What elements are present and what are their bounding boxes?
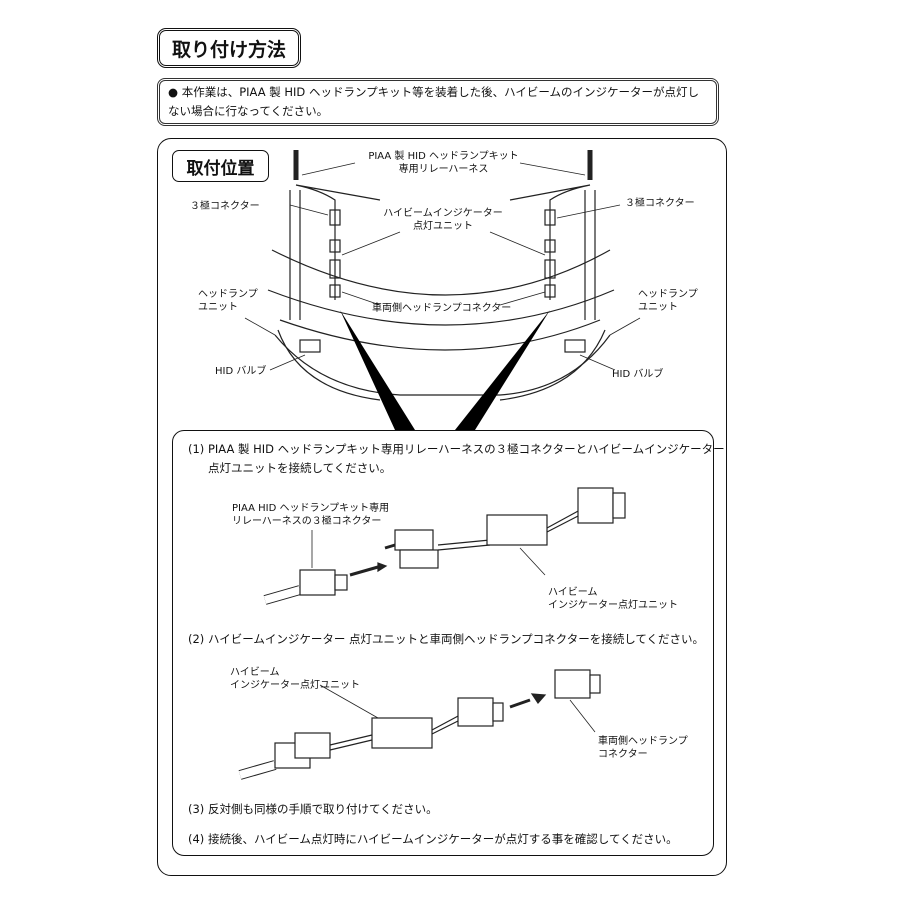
unit-label-line2: 点灯ユニット xyxy=(413,221,473,232)
step-3: (3) 反対側も同様の手順で取り付けてください。 xyxy=(188,802,438,816)
installation-panel xyxy=(157,138,727,876)
step-1-unit-label: ハイビーム インジケーター点灯ユニット xyxy=(548,586,678,612)
steps-box xyxy=(172,430,714,856)
harness-label-line1: PIAA 製 HID ヘッドランプキット xyxy=(368,151,519,162)
unit-label: ハイビームインジケーター 点灯ユニット xyxy=(378,207,508,233)
step-2-unit-label: ハイビーム インジケーター点灯ユニット xyxy=(230,666,360,692)
step-1-harness-line1: PIAA HID ヘッドランプキット専用 xyxy=(232,503,390,514)
page-title: 取り付け方法 xyxy=(157,28,301,68)
headlamp-left-line1: ヘッドランプ xyxy=(198,289,258,300)
vehicle-connector-label: 車両側ヘッドランプコネクター xyxy=(372,303,512,314)
headlamp-left-line2: ユニット xyxy=(198,302,238,313)
connector3-right-label: ３極コネクター xyxy=(625,198,695,209)
step-2-unit-line1: ハイビーム xyxy=(230,667,280,678)
bullet-icon: ● xyxy=(168,85,179,99)
step-1-line1: (1) PIAA 製 HID ヘッドランプキット専用リレーハーネスの３極コネクタ… xyxy=(188,442,725,456)
step-2-connector-line1: 車両側ヘッドランプ xyxy=(598,736,688,747)
headlamp-right-line2: ユニット xyxy=(638,302,678,313)
notice-box: ● 本作業は、PIAA 製 HID ヘッドランプキット等を装着した後、ハイビーム… xyxy=(157,78,719,126)
step-1-harness-label: PIAA HID ヘッドランプキット専用 リレーハーネスの３極コネクター xyxy=(232,502,389,528)
step-1-unit-line1: ハイビーム xyxy=(548,587,598,598)
step-4: (4) 接続後、ハイビーム点灯時にハイビームインジケーターが点灯する事を確認して… xyxy=(188,832,678,846)
harness-label: PIAA 製 HID ヘッドランプキット 専用リレーハーネス xyxy=(366,150,521,176)
step-2-unit-line2: インジケーター点灯ユニット xyxy=(230,680,360,691)
notice-text: 本作業は、PIAA 製 HID ヘッドランプキット等を装着した後、ハイビームのイ… xyxy=(168,85,700,118)
unit-label-line1: ハイビームインジケーター xyxy=(383,208,503,219)
step-1-harness-line2: リレーハーネスの３極コネクター xyxy=(232,516,382,527)
hid-bulb-left-label: HID バルブ xyxy=(215,366,267,377)
connector3-left-label: ３極コネクター xyxy=(190,201,260,212)
headlamp-left-label: ヘッドランプ ユニット xyxy=(198,288,258,314)
step-1: (1) PIAA 製 HID ヘッドランプキット専用リレーハーネスの３極コネクタ… xyxy=(188,440,725,478)
location-heading: 取付位置 xyxy=(172,150,269,182)
step-1-unit-line2: インジケーター点灯ユニット xyxy=(548,600,678,611)
step-1-line2: 点灯ユニットを接続してください。 xyxy=(208,461,392,475)
harness-label-line2: 専用リレーハーネス xyxy=(398,164,489,175)
headlamp-right-line1: ヘッドランプ xyxy=(638,289,698,300)
hid-bulb-right-label: HID バルブ xyxy=(612,369,664,380)
headlamp-right-label: ヘッドランプ ユニット xyxy=(638,288,698,314)
step-2-connector-line2: コネクター xyxy=(598,749,648,760)
step-2-connector-label: 車両側ヘッドランプ コネクター xyxy=(598,735,688,761)
step-2: (2) ハイビームインジケーター 点灯ユニットと車両側ヘッドランプコネクターを接… xyxy=(188,632,705,646)
